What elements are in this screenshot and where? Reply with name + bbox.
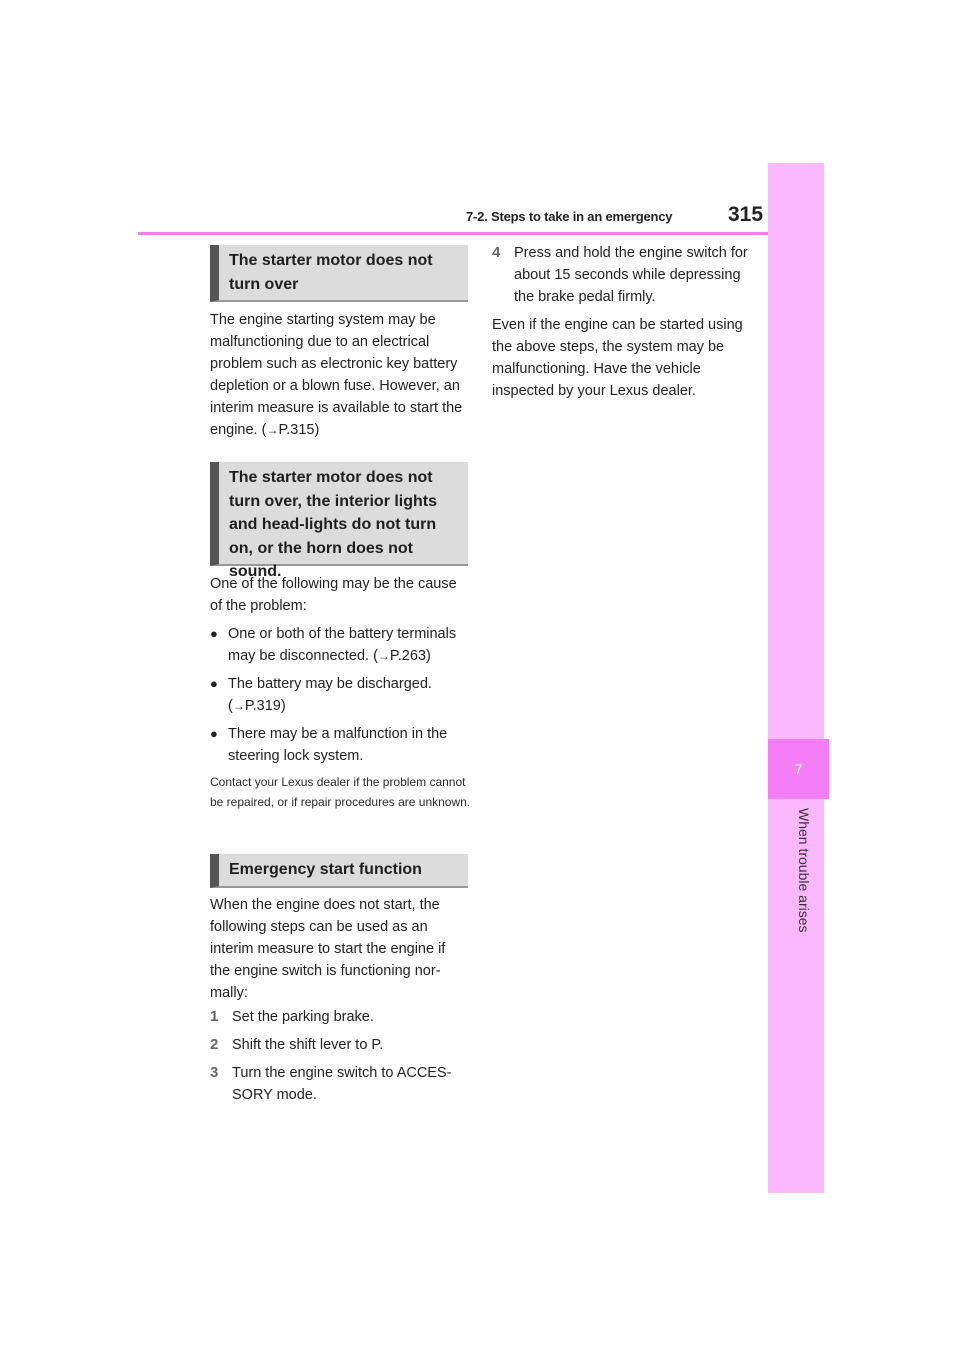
cause-intro: One of the following may be the cause of… bbox=[210, 576, 457, 614]
step-text: Turn the engine switch to ACCES-SORY mod… bbox=[232, 1065, 452, 1103]
reference-link[interactable]: P.263) bbox=[389, 648, 431, 664]
list-item: ● There may be a malfunction in the stee… bbox=[210, 723, 472, 767]
step-item: 4 Press and hold the engine switch for a… bbox=[492, 242, 754, 308]
step-text: Set the parking brake. bbox=[232, 1009, 374, 1025]
starter-body: The engine starting system may be malfun… bbox=[210, 309, 468, 441]
bullet-icon: ● bbox=[210, 626, 218, 641]
step-item: 2 Shift the shift lever to P. bbox=[210, 1034, 472, 1056]
reference-link[interactable]: P.315) bbox=[278, 422, 320, 438]
list-item: ● The battery may be discharged. (→P.319… bbox=[210, 673, 472, 717]
step-number: 1 bbox=[210, 1008, 219, 1025]
starter-body-text: The engine starting system may be malfun… bbox=[210, 312, 463, 438]
reference-link[interactable]: P.319) bbox=[244, 698, 286, 714]
step-item: 1 Set the parking brake. bbox=[210, 1006, 472, 1028]
page-number: 315 bbox=[728, 203, 764, 226]
arrow-icon: → bbox=[377, 649, 390, 663]
list-item-text: One or both of the battery terminals may… bbox=[228, 626, 457, 664]
heading-emergency-start: Emergency start function bbox=[210, 854, 468, 888]
emergency-closing: Even if the engine can be started using … bbox=[492, 317, 743, 399]
chapter-number: 7 bbox=[768, 739, 829, 799]
bullet-icon: ● bbox=[210, 676, 218, 691]
header-divider bbox=[138, 232, 768, 235]
step-number: 3 bbox=[210, 1064, 219, 1081]
step-number: 2 bbox=[210, 1036, 219, 1053]
section-title: 7-2. Steps to take in an emergency bbox=[466, 209, 673, 224]
bullet-icon: ● bbox=[210, 726, 218, 741]
dealer-note: Contact your Lexus dealer if the problem… bbox=[210, 775, 471, 809]
step-text: Press and hold the engine switch for abo… bbox=[514, 245, 748, 305]
arrow-icon: → bbox=[232, 699, 245, 713]
arrow-icon: → bbox=[266, 423, 279, 437]
chapter-title: When trouble arises bbox=[796, 808, 812, 933]
step-item: 3 Turn the engine switch to ACCES-SORY m… bbox=[210, 1062, 472, 1106]
heading-starter-motor: The starter motor does not turn over bbox=[210, 245, 468, 302]
list-item: ● One or both of the battery terminals m… bbox=[210, 623, 472, 667]
emergency-intro: When the engine does not start, the foll… bbox=[210, 897, 446, 1001]
heading-starter-lights-horn: The starter motor does not turn over, th… bbox=[210, 462, 468, 580]
list-item-text: The battery may be discharged. ( bbox=[228, 676, 432, 714]
chapter-side-tab bbox=[768, 163, 824, 1193]
step-number: 4 bbox=[492, 244, 501, 261]
step-text: Shift the shift lever to P. bbox=[232, 1037, 384, 1053]
list-item-text: There may be a malfunction in the steeri… bbox=[228, 726, 448, 764]
